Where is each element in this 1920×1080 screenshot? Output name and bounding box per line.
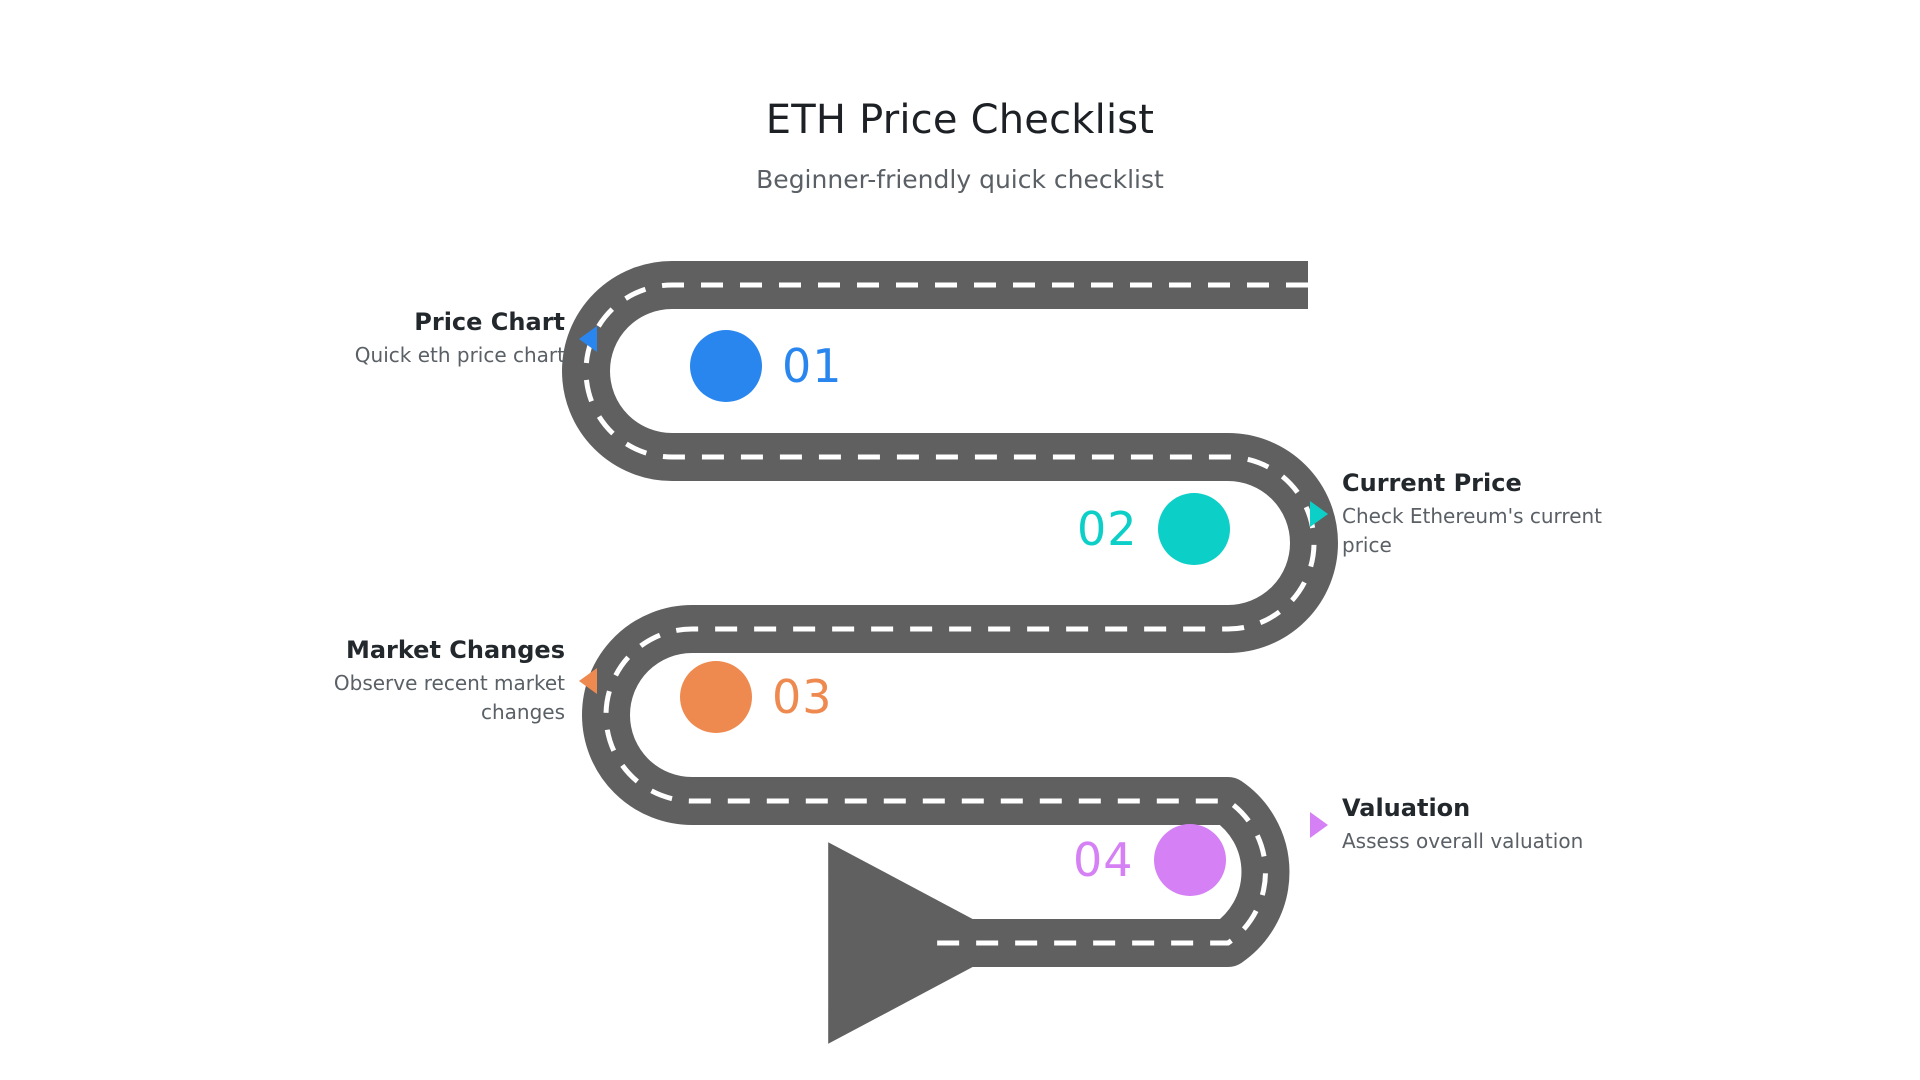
step-number-01: 01 (782, 339, 843, 393)
step-label-01[interactable]: Price Chart Quick eth price chart (325, 307, 597, 370)
step-title-01: Price Chart (414, 308, 565, 336)
page-title: ETH Price Checklist (765, 97, 1155, 143)
step-title-02: Current Price (1342, 469, 1522, 497)
step-desc-01: Quick eth price chart (354, 343, 565, 367)
step-marker-04[interactable]: 04 (1073, 818, 1226, 902)
pointer-left-icon-03 (579, 668, 597, 694)
header: ETH Price Checklist Beginner-friendly qu… (0, 0, 1920, 194)
step-title-04: Valuation (1342, 794, 1471, 822)
step-dot-03 (680, 661, 752, 733)
pointer-left-icon-01 (579, 325, 597, 352)
step-marker-03[interactable]: 03 (680, 655, 833, 739)
step-desc-02: Check Ethereum's current price (1342, 504, 1603, 557)
step-marker-01[interactable]: 01 (690, 324, 843, 408)
step-dot-04 (1153, 824, 1226, 896)
page-subtitle: Beginner-friendly quick checklist (756, 165, 1164, 194)
step-dot-01 (690, 330, 762, 402)
step-number-04: 04 (1073, 833, 1134, 887)
step-desc-04: Assess overall valuation (1342, 829, 1584, 853)
pointer-right-icon-02 (1310, 501, 1328, 527)
step-number-03: 03 (772, 670, 833, 724)
pointer-right-icon-04 (1310, 811, 1328, 838)
step-marker-02[interactable]: 02 (1077, 487, 1230, 571)
step-dot-02 (1157, 493, 1230, 565)
step-desc-03: Observe recent market changes (333, 671, 565, 724)
step-label-04[interactable]: Valuation Assess overall valuation (1310, 793, 1642, 856)
step-number-02: 02 (1077, 502, 1138, 556)
step-label-03[interactable]: Market Changes Observe recent market cha… (303, 635, 597, 727)
step-title-03: Market Changes (345, 636, 565, 664)
step-label-02[interactable]: Current Price Check Ethereum's current p… (1310, 468, 1642, 560)
